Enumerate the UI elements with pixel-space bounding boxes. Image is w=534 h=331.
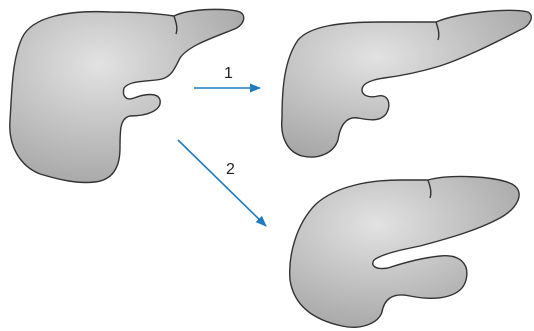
original-shape — [10, 9, 244, 182]
result-shape-1 — [282, 10, 532, 157]
result-shape-2 — [290, 177, 519, 328]
arrow-2-label: 2 — [226, 161, 235, 178]
arrow-2 — [178, 140, 266, 226]
arrow-1-label: 1 — [224, 65, 233, 82]
